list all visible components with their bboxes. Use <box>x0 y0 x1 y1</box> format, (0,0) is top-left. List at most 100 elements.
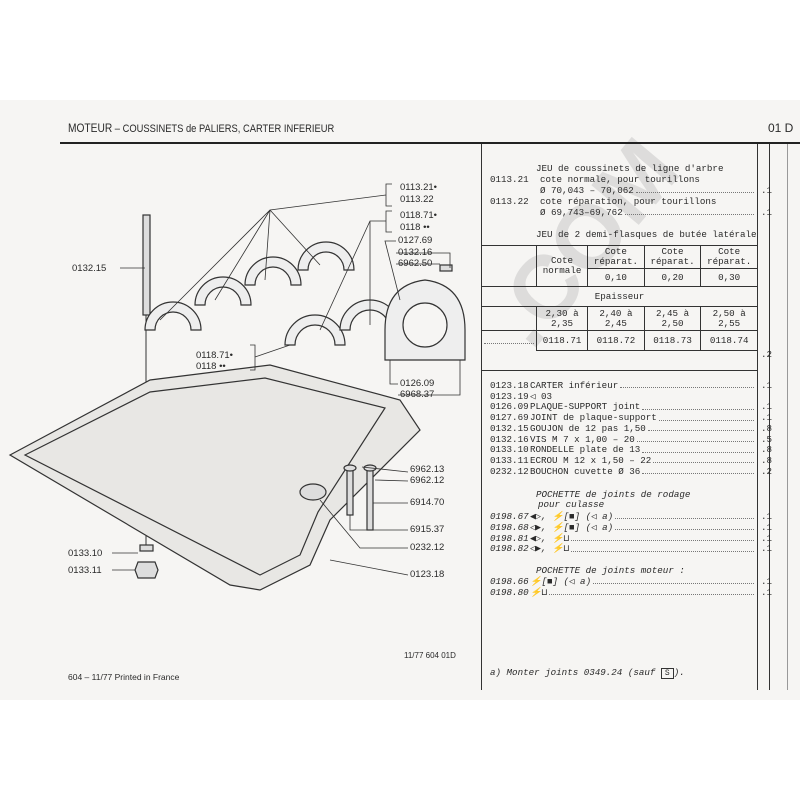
bearing-shells-icon <box>144 241 401 346</box>
part-desc: ⚡⊔ <box>530 586 547 598</box>
part-code: 0127.69 <box>490 412 529 424</box>
plug-icon <box>299 483 327 501</box>
qty: .5 <box>761 433 773 445</box>
qty: .1 <box>761 586 773 598</box>
callout: 0133.11 <box>68 565 102 576</box>
part-desc: GOUJON de 12 pas 1,50 <box>530 422 646 434</box>
leader <box>642 402 754 410</box>
leader <box>593 577 754 585</box>
part-code: 0123.19 <box>490 390 529 402</box>
footnote-end: ). <box>673 667 685 678</box>
qty: .1 <box>761 401 773 413</box>
divider <box>482 370 757 371</box>
callout: 0118 •• <box>196 361 226 372</box>
callout: 6962.13 <box>410 464 445 475</box>
part-desc: ◁ 03 <box>530 390 553 402</box>
part-code: 0132.15 <box>490 422 529 434</box>
qty: .1 <box>761 532 773 544</box>
callout: 0113.22 <box>400 194 434 205</box>
cell: 0,30 <box>700 268 758 287</box>
leader <box>642 445 754 453</box>
part-row: 0198.67◀▷, ⚡[■] (◁ a) <box>490 511 756 522</box>
thickness-label: Epaisseur <box>482 286 758 307</box>
cell: 2,40 à 2,45 <box>587 306 645 331</box>
leader <box>658 413 754 421</box>
part-row: 0198.82◁▶, ⚡⊔ <box>490 543 756 555</box>
cell: 0118.72 <box>587 330 645 351</box>
washer-icon <box>139 544 154 552</box>
qty-column-border <box>757 144 758 690</box>
exploded-diagram <box>8 183 466 591</box>
title-main: MOTEUR <box>68 121 113 135</box>
qty: .1 <box>761 511 773 522</box>
cell: 2,50 à 2,55 <box>700 306 758 331</box>
diagram-ref: 11/77 604 01D <box>404 651 456 660</box>
title-sub: – COUSSINETS de PALIERS, CARTER INFERIEU… <box>114 123 335 135</box>
qty: .2 <box>761 349 773 360</box>
column-border <box>787 144 788 690</box>
part-code: 0113.22 <box>490 196 529 207</box>
stud-icon <box>142 214 151 316</box>
qty: .1 <box>761 521 773 533</box>
callout: 0133.10 <box>68 548 103 559</box>
footnote-text: a) Monter joints 0349.24 (sauf <box>490 667 656 678</box>
qty: .1 <box>761 576 773 587</box>
callout: 6968.37 <box>400 389 435 400</box>
leader <box>624 208 754 216</box>
qty: .2 <box>761 465 773 477</box>
qty: .8 <box>761 454 773 466</box>
part-code: 0198.80 <box>490 586 529 598</box>
footnote-box: S <box>660 668 674 679</box>
qty: .1 <box>761 412 773 424</box>
qty: .1 <box>761 543 773 555</box>
leader <box>647 424 754 432</box>
leader <box>642 467 754 474</box>
part-desc: ◁▶, ⚡⊔ <box>530 543 570 555</box>
callout: 0118 •• <box>400 222 430 233</box>
footnote: a) Monter joints 0349.24 (sauf S). <box>490 667 685 679</box>
part-desc: VIS M 7 x 1,00 – 20 <box>530 433 635 445</box>
callout: 6914.70 <box>410 497 445 508</box>
part-code: 0198.67 <box>490 511 529 522</box>
leader <box>615 523 754 531</box>
leader <box>554 392 754 399</box>
col-repar: Cote réparat. <box>700 245 758 269</box>
part-desc: PLAQUE-SUPPORT joint <box>530 401 641 413</box>
part-row: 0198.66⚡[■] (◁ a) <box>490 576 756 587</box>
callout: 0123.18 <box>410 569 445 580</box>
nut-icon <box>134 561 159 579</box>
oil-pan-icon <box>8 364 421 591</box>
leader <box>620 381 754 389</box>
part-desc: RONDELLE plate de 13 <box>530 444 641 456</box>
cell: 0118.71 <box>535 330 589 351</box>
part-row: 0198.68◁▶, ⚡[■] (◁ a) <box>490 522 756 533</box>
qty: .1 <box>761 185 773 196</box>
callout: 0127.69 <box>398 235 433 246</box>
callout: 6962.50 <box>398 258 433 269</box>
part-row: 0123.19◁ 03 <box>490 390 756 402</box>
callout: 6962.12 <box>410 475 445 486</box>
callout: 0118.71• <box>196 350 233 361</box>
panel-border <box>481 144 482 690</box>
page-title: MOTEUR – COUSSINETS de PALIERS, CARTER I… <box>68 121 334 135</box>
part-code: 0113.21 <box>490 174 529 185</box>
col-repar: Cote réparat. <box>643 245 702 269</box>
cell: 2,30 à 2,35 <box>535 306 589 331</box>
cell: 0118.74 <box>700 330 758 351</box>
part-code: 0133.10 <box>490 444 529 456</box>
footer-printed: 604 – 11/77 Printed in France <box>68 672 180 682</box>
part-code: 0232.12 <box>490 465 529 477</box>
part-desc: ◀▷, ⚡[■] (◁ a) <box>530 511 614 522</box>
cell: 0,10 <box>587 268 645 287</box>
part-desc: BOUCHON cuvette Ø 36 <box>530 465 641 477</box>
callout: 6915.37 <box>410 524 445 535</box>
